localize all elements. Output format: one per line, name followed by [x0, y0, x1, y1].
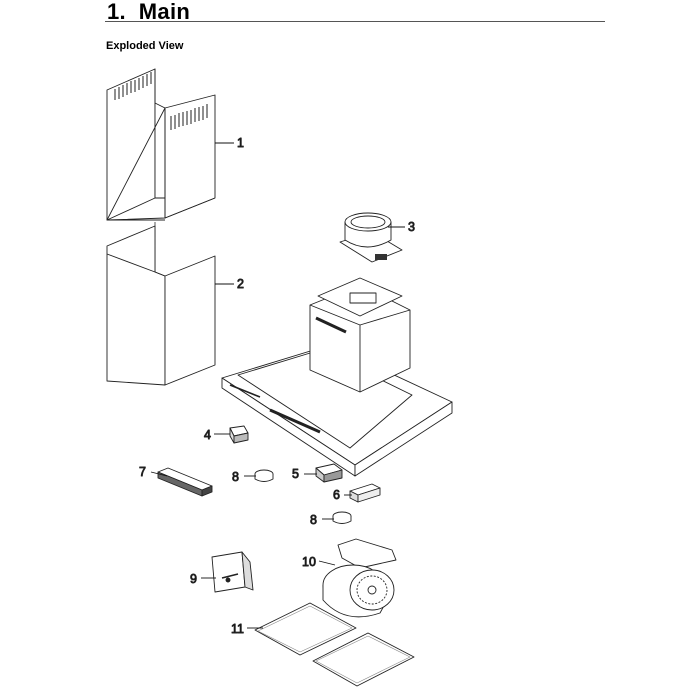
callout-8-lower: 8 [310, 513, 317, 527]
subheading: Exploded View [106, 40, 184, 52]
callout-2: 2 [237, 277, 244, 291]
part-hood-body [221, 277, 453, 477]
section-title-text: Main [138, 0, 191, 24]
callout-10: 10 [302, 555, 316, 569]
part-grease-filters [254, 602, 415, 687]
part-blower-fan [322, 538, 397, 618]
part-control-switch [315, 463, 343, 483]
callout-9: 9 [190, 572, 197, 586]
callout-4: 4 [204, 428, 211, 442]
callout-3: 3 [408, 220, 415, 234]
part-lamp-upper [254, 469, 274, 482]
callout-5: 5 [292, 467, 299, 481]
section-number: 1. [107, 0, 126, 24]
part-exhaust-collar [339, 212, 403, 263]
title-rule [105, 21, 605, 22]
part-lower-chimney [106, 225, 216, 386]
part-light-bar [157, 467, 213, 497]
callout-6: 6 [333, 488, 340, 502]
callout-8-upper: 8 [232, 470, 239, 484]
part-connector-block [349, 483, 381, 503]
section-title: 1. Main [107, 0, 190, 25]
callout-11: 11 [231, 622, 244, 636]
part-lamp-lower [332, 511, 352, 524]
part-upper-chimney [106, 68, 216, 221]
leader-lines [150, 142, 405, 629]
callout-7: 7 [139, 465, 146, 479]
upper-chimney-vents-right [170, 104, 208, 130]
part-small-module [229, 425, 249, 444]
upper-chimney-vents-left [114, 72, 152, 100]
callout-1: 1 [237, 136, 244, 150]
part-motor-bracket [211, 551, 254, 593]
